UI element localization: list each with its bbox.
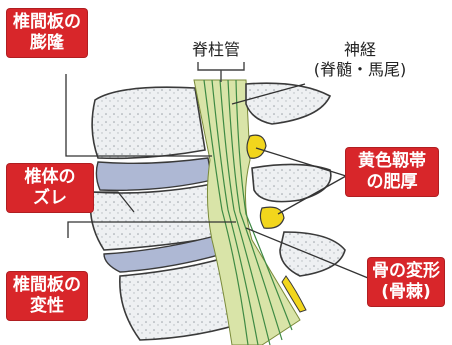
label-vertebra-slip: 椎体の ズレ: [7, 164, 93, 212]
label-spinal-canal: 脊柱管: [192, 40, 240, 60]
lower-posterior-element: [280, 232, 345, 276]
label-disc-degeneration: 椎間板の 変性: [7, 272, 87, 320]
yellow-ligament-upper: [247, 135, 266, 158]
yellow-ligament-lower: [260, 207, 284, 228]
label-nerve: 神経 (脊髄・馬尾): [305, 40, 415, 80]
upper-disc: [96, 158, 212, 190]
label-disc-bulge: 椎間板の 膨隆: [7, 9, 87, 57]
canal-bracket: [198, 62, 244, 70]
label-bone-deformation: 骨の変形 (骨棘): [368, 258, 444, 306]
middle-posterior-element: [252, 164, 331, 201]
upper-vertebral-body: [92, 87, 205, 158]
label-ligament-thickening: 黄色靱帯 の肥厚: [346, 148, 438, 196]
